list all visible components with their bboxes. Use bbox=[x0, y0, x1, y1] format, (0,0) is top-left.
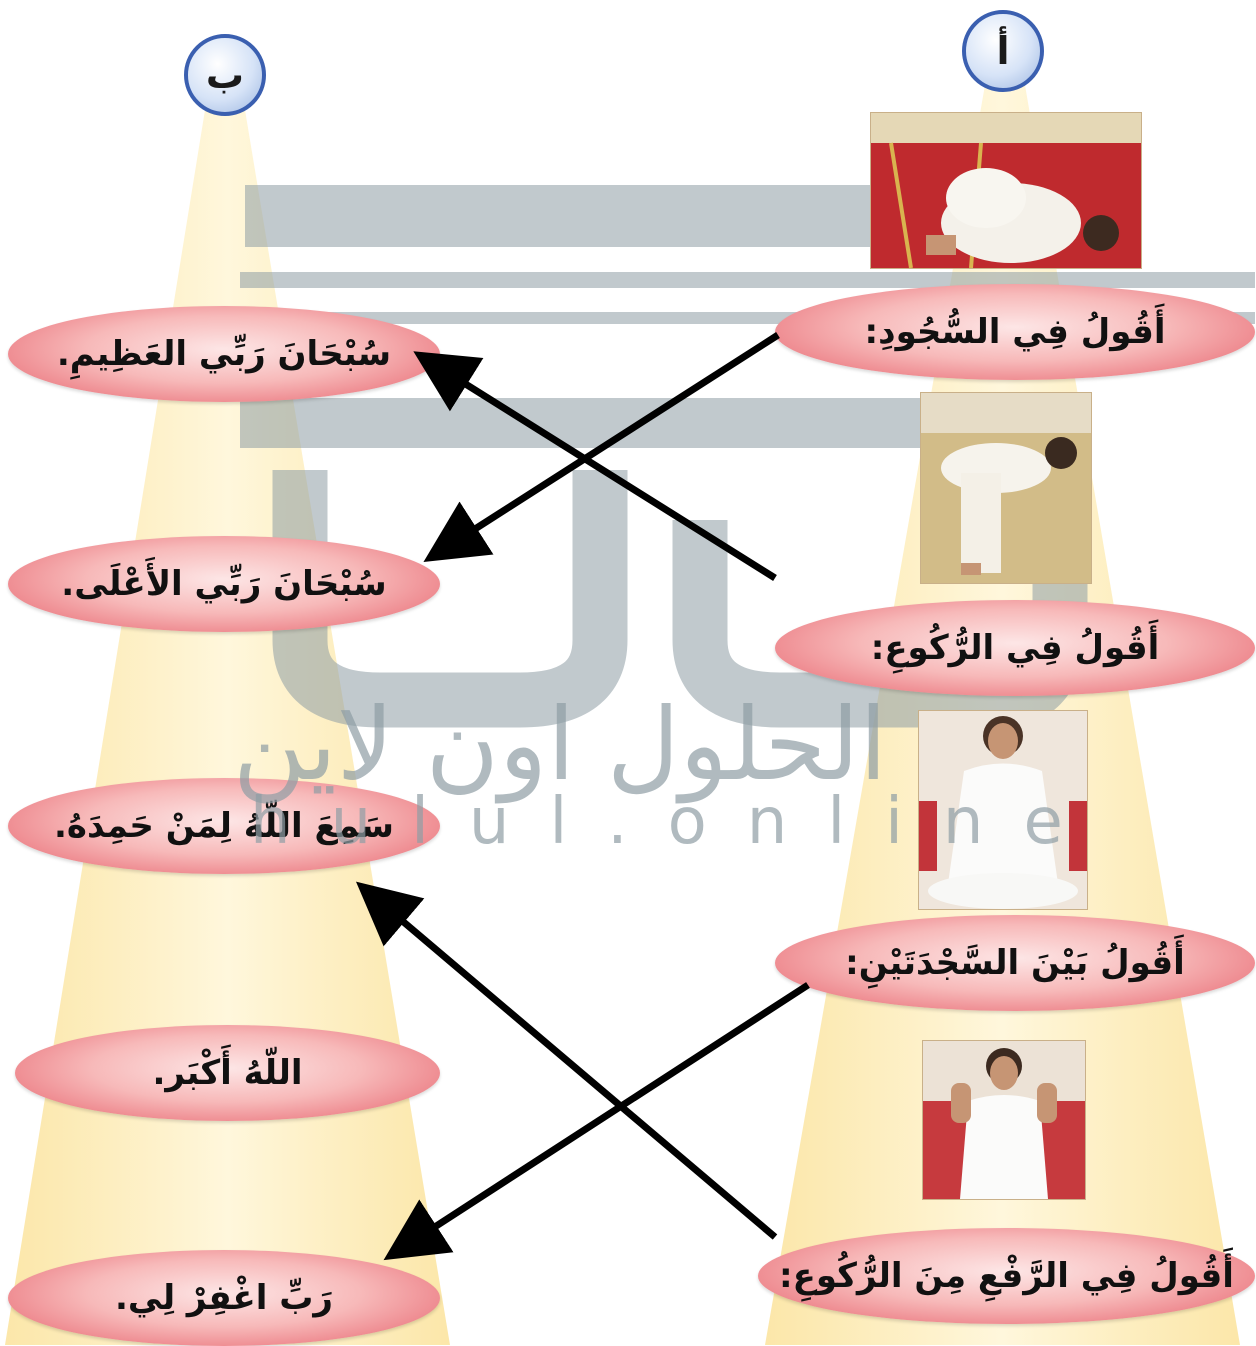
answer-pill-5[interactable]: رَبِّ اغْفِرْ لِي. bbox=[8, 1250, 440, 1346]
answer-text-5: رَبِّ اغْفِرْ لِي. bbox=[115, 1278, 333, 1318]
rising-photo bbox=[922, 1040, 1086, 1200]
arrow-ruku bbox=[413, 351, 777, 581]
question-pill-3[interactable]: أَقُولُ بَيْنَ السَّجْدَتَيْنِ: bbox=[775, 915, 1255, 1011]
arrow-rising bbox=[355, 881, 778, 1240]
answer-pill-2[interactable]: سُبْحَانَ رَبِّي الأَعْلَى. bbox=[8, 536, 440, 632]
column-a-label: أ bbox=[996, 29, 1010, 73]
question-pill-1[interactable]: أَقُولُ فِي السُّجُودِ: bbox=[775, 284, 1255, 380]
question-pill-2[interactable]: أَقُولُ فِي الرُّكُوعِ: bbox=[775, 600, 1255, 696]
answer-text-3: سَمِعَ اللّهُ لِمَنْ حَمِدَهُ. bbox=[54, 806, 394, 846]
arrow-sujood bbox=[423, 332, 780, 562]
answer-text-2: سُبْحَانَ رَبِّي الأَعْلَى. bbox=[61, 564, 387, 604]
column-b-circle: ب bbox=[184, 34, 266, 116]
answer-pill-3[interactable]: سَمِعَ اللّهُ لِمَنْ حَمِدَهُ. bbox=[8, 778, 440, 874]
answer-pill-4[interactable]: اللّهُ أَكْبَر. bbox=[15, 1025, 440, 1121]
arrow-between-sajdatain bbox=[383, 982, 810, 1261]
sujood-photo bbox=[870, 112, 1142, 269]
question-text-2: أَقُولُ فِي الرُّكُوعِ: bbox=[870, 628, 1160, 668]
sitting-photo bbox=[918, 710, 1088, 910]
question-text-4: أَقُولُ فِي الرَّفْعِ مِنَ الرُّكُوعِ: bbox=[779, 1256, 1234, 1296]
ruku-photo bbox=[920, 392, 1092, 584]
question-pill-4[interactable]: أَقُولُ فِي الرَّفْعِ مِنَ الرُّكُوعِ: bbox=[758, 1228, 1255, 1324]
question-text-3: أَقُولُ بَيْنَ السَّجْدَتَيْنِ: bbox=[845, 943, 1185, 983]
answer-text-1: سُبْحَانَ رَبِّي العَظِيمِ. bbox=[56, 334, 392, 374]
answer-text-4: اللّهُ أَكْبَر. bbox=[152, 1053, 303, 1093]
answer-pill-1[interactable]: سُبْحَانَ رَبِّي العَظِيمِ. bbox=[8, 306, 440, 402]
question-text-1: أَقُولُ فِي السُّجُودِ: bbox=[864, 312, 1166, 352]
column-a-circle: أ bbox=[962, 10, 1044, 92]
column-b-label: ب bbox=[205, 53, 245, 97]
